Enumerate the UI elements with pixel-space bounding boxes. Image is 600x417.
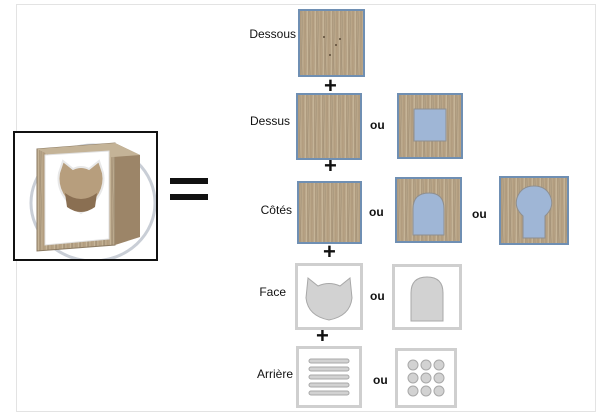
plus-icon: + bbox=[323, 239, 336, 264]
square-hole-icon bbox=[399, 95, 461, 157]
vent-holes-icon bbox=[407, 359, 445, 397]
cube-preview bbox=[13, 131, 158, 263]
plus-icon: + bbox=[324, 153, 337, 178]
arch-hole-icon bbox=[397, 179, 460, 241]
label-dessous: Dessous bbox=[249, 27, 296, 41]
tile-cotes-plain bbox=[297, 181, 362, 244]
tile-face-cat bbox=[295, 263, 363, 330]
cat-head-icon bbox=[305, 277, 353, 321]
tile-face-arch bbox=[392, 264, 462, 330]
vent-slots-icon bbox=[308, 358, 350, 396]
equals-icon bbox=[170, 178, 208, 210]
tile-arriere-slots bbox=[296, 346, 362, 408]
tile-dessous bbox=[298, 9, 365, 77]
wood-panel-icon bbox=[298, 95, 360, 158]
label-dessus: Dessus bbox=[249, 114, 290, 128]
label-arriere: Arrière bbox=[256, 367, 293, 381]
tile-cotes-arch-hole bbox=[395, 177, 462, 243]
wood-panel-icon bbox=[299, 183, 360, 242]
tile-dessus-plain bbox=[296, 93, 362, 160]
ou-face: ou bbox=[370, 289, 385, 303]
keyhole-hole-icon bbox=[501, 178, 567, 243]
tile-cotes-keyhole bbox=[499, 176, 569, 245]
ou-dessus: ou bbox=[370, 118, 385, 132]
ou-arriere: ou bbox=[373, 373, 388, 387]
arch-hole-icon bbox=[410, 276, 444, 322]
label-face: Face bbox=[259, 285, 286, 299]
tile-dessus-square-hole bbox=[397, 93, 463, 159]
tile-arriere-holes bbox=[395, 348, 457, 408]
ou-cotes-1: ou bbox=[369, 205, 384, 219]
plus-icon: + bbox=[324, 73, 337, 98]
ou-cotes-2: ou bbox=[472, 207, 487, 221]
cube-preview-icon bbox=[29, 142, 157, 263]
wood-panel-icon bbox=[300, 11, 363, 75]
label-cotes: Côtés bbox=[260, 203, 292, 217]
plus-icon: + bbox=[316, 323, 329, 348]
